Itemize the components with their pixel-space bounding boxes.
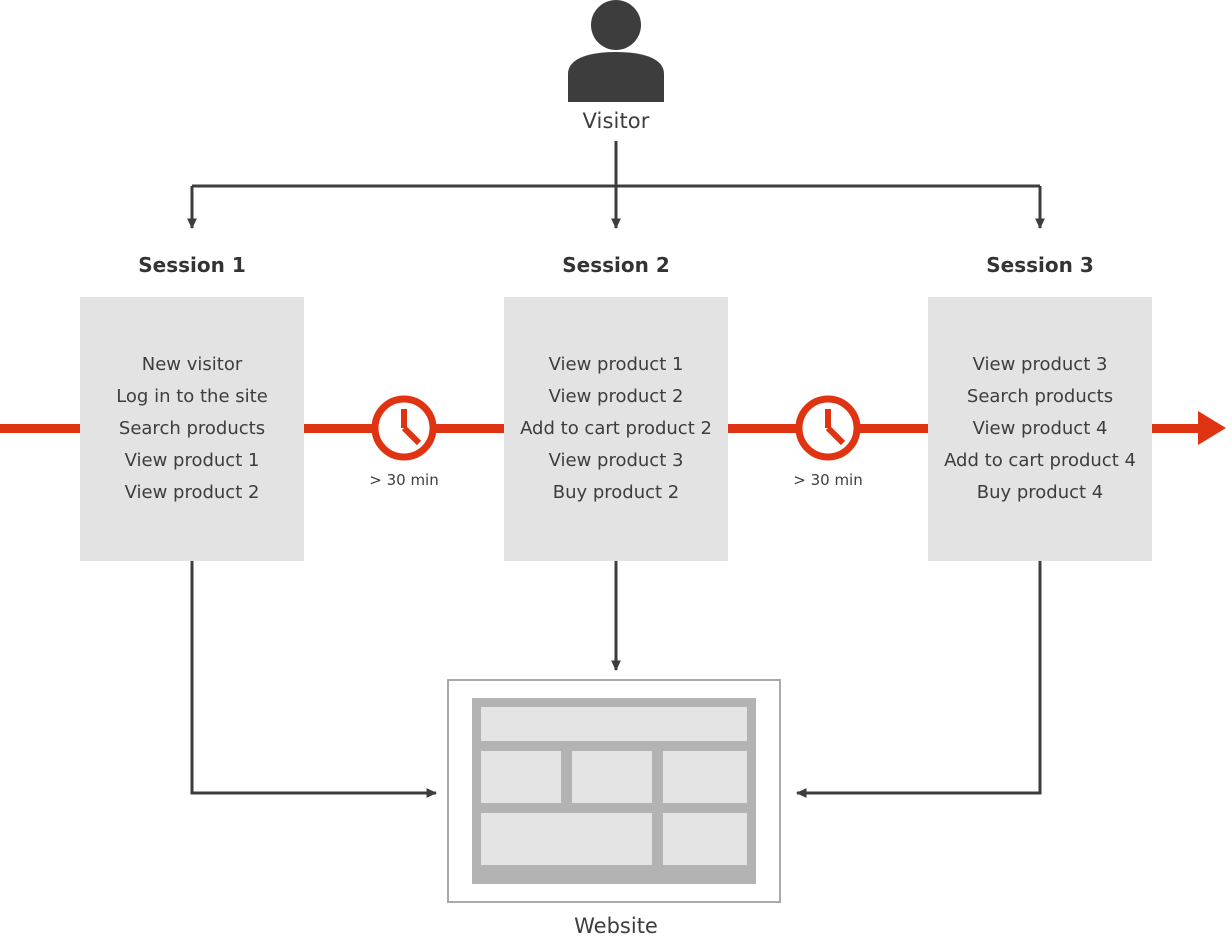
wireframe-block xyxy=(481,813,652,865)
session-line-segment-right xyxy=(1152,424,1202,433)
connector-session-1-to-website xyxy=(190,561,437,798)
session-event: View product 3 xyxy=(548,450,684,471)
session-event: New visitor xyxy=(141,354,243,375)
session-gap-1: > 30 min xyxy=(334,393,474,489)
session-line-segment-2 xyxy=(436,424,504,433)
session-event: Search products xyxy=(118,418,266,439)
wireframe-row xyxy=(481,751,747,803)
session-gap-2: > 30 min xyxy=(758,393,898,489)
session-event: View product 1 xyxy=(548,354,684,375)
wireframe-panel xyxy=(472,698,756,884)
clock-icon xyxy=(371,395,437,461)
session-line-segment-left xyxy=(0,424,80,433)
session-event: Add to cart product 2 xyxy=(520,418,712,439)
session-3-box: View product 3 Search products View prod… xyxy=(928,297,1152,561)
session-1-title: Session 1 xyxy=(138,253,246,277)
website-label: Website xyxy=(574,914,658,938)
session-event: Buy product 2 xyxy=(552,482,680,503)
wireframe-block xyxy=(572,751,652,803)
session-line-arrow-icon xyxy=(1198,411,1226,445)
session-event: Log in to the site xyxy=(116,386,268,407)
session-event: Search products xyxy=(966,386,1114,407)
wireframe-row xyxy=(481,813,747,865)
session-gap-label: > 30 min xyxy=(793,471,863,489)
session-event: Add to cart product 4 xyxy=(944,450,1136,471)
session-3-title: Session 3 xyxy=(986,253,1094,277)
session-event: View product 2 xyxy=(548,386,684,407)
session-2-title: Session 2 xyxy=(562,253,670,277)
website-node: Website xyxy=(447,679,785,938)
session-1-box: New visitor Log in to the site Search pr… xyxy=(80,297,304,561)
session-event: View product 3 xyxy=(972,354,1108,375)
wireframe-block xyxy=(663,813,747,865)
website-wireframe-icon xyxy=(447,679,781,903)
session-event: View product 2 xyxy=(124,482,260,503)
session-event: Buy product 4 xyxy=(976,482,1104,503)
person-icon xyxy=(568,0,664,102)
session-gap-label: > 30 min xyxy=(369,471,439,489)
wireframe-block xyxy=(481,751,561,803)
session-event: View product 4 xyxy=(972,418,1108,439)
clock-icon xyxy=(795,395,861,461)
visitor-label: Visitor xyxy=(582,109,650,133)
session-event: View product 1 xyxy=(124,450,260,471)
session-line-segment-3 xyxy=(728,424,796,433)
session-line-segment-4 xyxy=(860,424,928,433)
session-2-box: View product 1 View product 2 Add to car… xyxy=(504,297,728,561)
session-line-segment-1 xyxy=(304,424,372,433)
wireframe-header-block xyxy=(481,707,747,741)
connector-session-3-to-website xyxy=(796,561,1042,798)
wireframe-block xyxy=(663,751,747,803)
visitor-node: Visitor xyxy=(516,0,716,133)
